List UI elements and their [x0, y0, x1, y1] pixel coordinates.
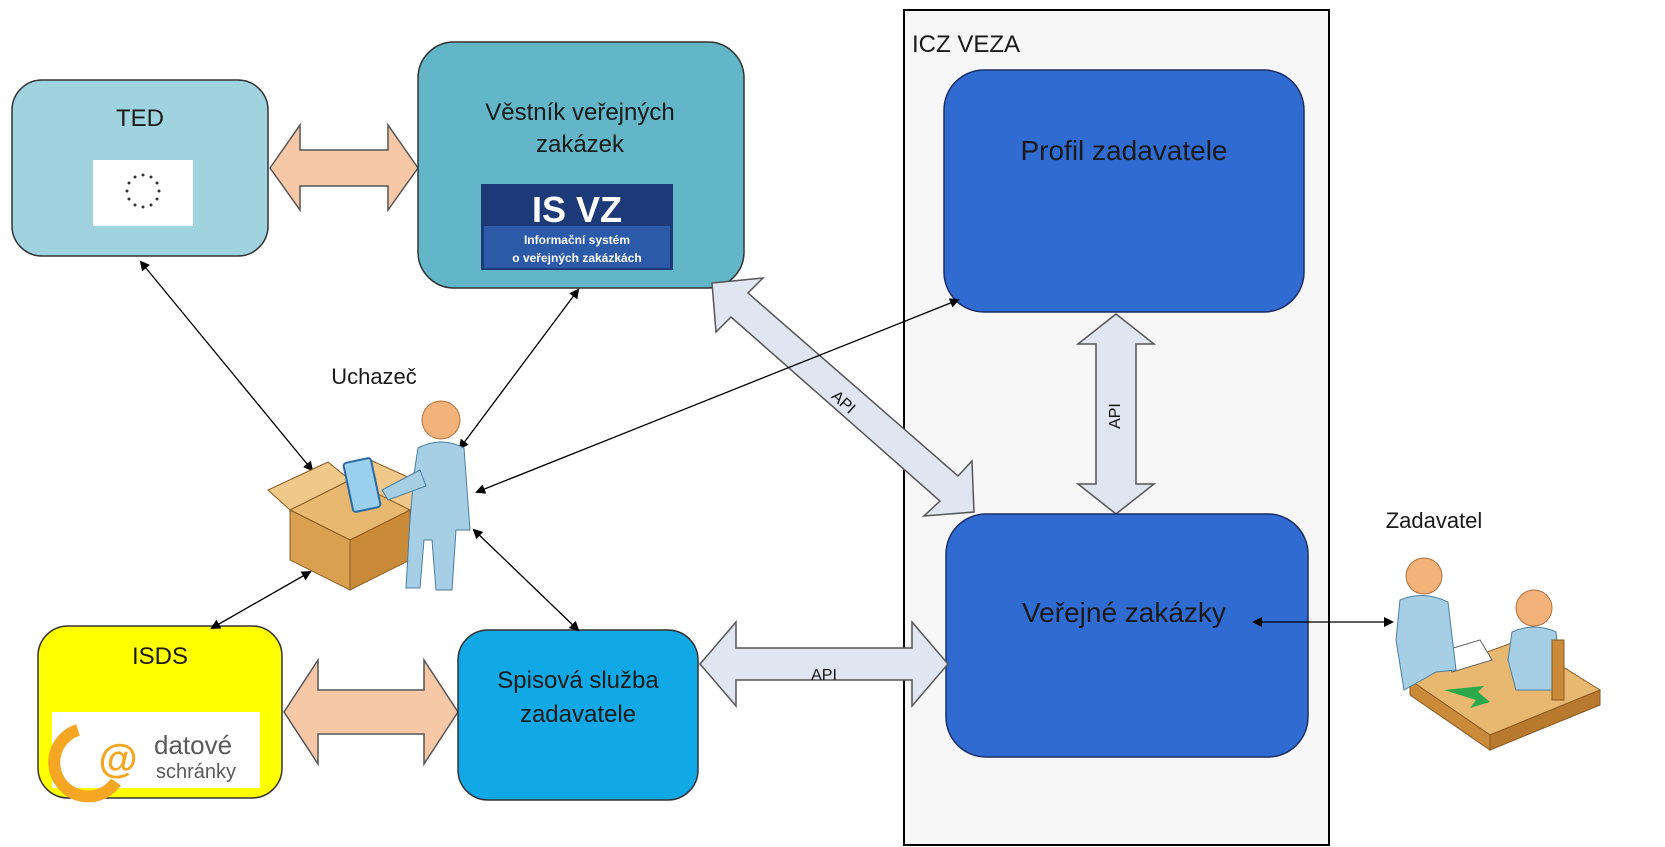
profil-uchazec-connector — [475, 298, 960, 494]
vestnik-label-line1: Věstník veřejných — [485, 99, 674, 126]
verejne-zakazky-node: Veřejné zakázky — [945, 513, 1309, 758]
isvz-logo: IS VZ Informační systém o veřejných zaká… — [481, 184, 673, 270]
vestnik-label-line2: zakázek — [536, 131, 625, 158]
zadavatel-people-icon — [1395, 557, 1602, 751]
ted-node: TED — [11, 79, 269, 257]
datove-schranky-logo: @ datové schránky — [48, 712, 260, 803]
vestnik-node: Věstník veřejných zakázek IS VZ Informač… — [417, 41, 745, 289]
spisova-label-line1: Spisová služba — [497, 667, 659, 694]
svg-text:@: @ — [98, 737, 137, 781]
svg-text:Informační systém: Informační systém — [524, 233, 630, 247]
ted-vestnik-double-arrow — [269, 122, 419, 213]
uchazec-spisova-connector — [472, 528, 580, 632]
spisova-sluzba-node: Spisová služba zadavatele — [457, 629, 699, 801]
isds-label: ISDS — [132, 643, 188, 670]
profil-zadavatele-node: Profil zadavatele — [943, 69, 1305, 313]
box-isds-connector — [210, 571, 312, 629]
api-label-spisova: API — [811, 667, 837, 684]
ted-box-connector — [139, 260, 314, 472]
svg-text:o veřejných zakázkách: o veřejných zakázkách — [512, 251, 641, 265]
isds-spisova-double-arrow — [283, 657, 459, 767]
uchazec-person-icon — [267, 400, 471, 591]
svg-text:datové: datové — [154, 730, 232, 760]
uchazec-label: Uchazeč — [331, 364, 417, 389]
icz-veza-label: ICZ VEZA — [912, 31, 1020, 58]
profil-label: Profil zadavatele — [1020, 135, 1227, 166]
spisova-verejne-api-arrow — [699, 619, 949, 709]
verejne-label: Veřejné zakázky — [1022, 597, 1226, 628]
isds-node: ISDS @ datové schránky — [37, 625, 283, 803]
ted-label: TED — [116, 105, 164, 132]
thin-connectors — [139, 260, 1394, 632]
svg-text:IS VZ: IS VZ — [532, 189, 622, 230]
eu-flag-icon — [93, 160, 193, 226]
svg-text:schránky: schránky — [156, 761, 236, 783]
vestnik-uchazec-connector — [458, 288, 580, 450]
api-label-profil: API — [1107, 403, 1124, 429]
zadavatel-label: Zadavatel — [1386, 508, 1483, 533]
spisova-label-line2: zadavatele — [520, 701, 636, 728]
